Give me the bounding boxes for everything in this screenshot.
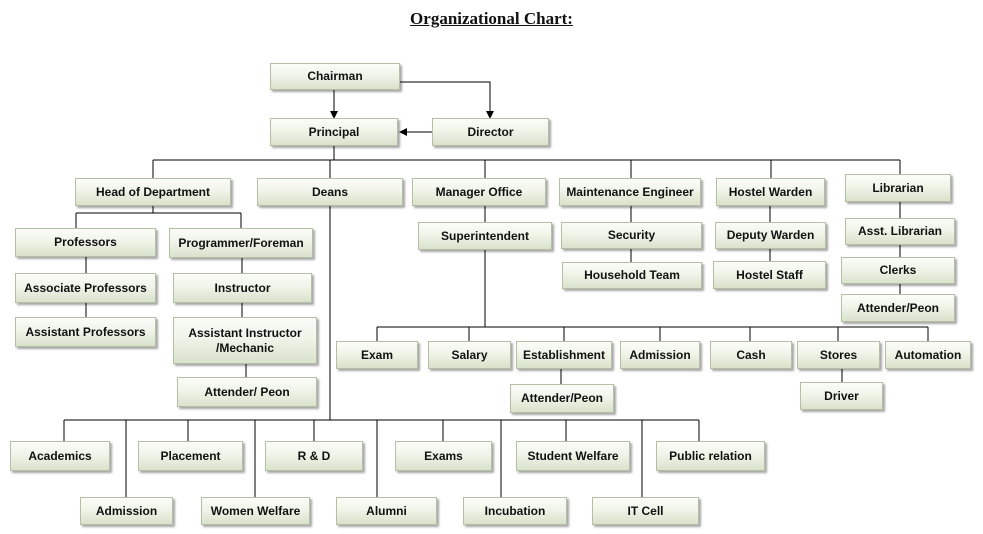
node-academics: Academics [10, 441, 110, 471]
node-superintendent: Superintendent [418, 222, 552, 250]
node-incubation: Incubation [463, 497, 567, 525]
node-deputy-warden: Deputy Warden [715, 222, 826, 249]
node-placement: Placement [138, 441, 243, 471]
node-chairman: Chairman [270, 63, 400, 90]
node-librarian: Librarian [845, 174, 951, 202]
node-exam: Exam [336, 341, 418, 369]
node-principal: Principal [270, 118, 398, 146]
node-exams: Exams [395, 441, 492, 471]
node-professors: Professors [15, 228, 156, 257]
node-hostel-staff: Hostel Staff [713, 261, 826, 289]
node-r-and-d: R & D [265, 441, 363, 471]
node-admission-office: Admission [620, 341, 700, 369]
node-automation: Automation [885, 341, 971, 369]
node-security: Security [561, 222, 702, 249]
node-cash: Cash [710, 341, 792, 369]
node-head-of-department: Head of Department [75, 178, 231, 206]
chart-title: Organizational Chart: [410, 9, 573, 28]
node-household-team: Household Team [562, 262, 702, 289]
node-stores: Stores [797, 341, 880, 369]
node-maintenance-engineer: Maintenance Engineer [559, 178, 701, 206]
node-director: Director [432, 118, 549, 146]
node-salary: Salary [428, 341, 511, 369]
node-assistant-instructor-mechanic: Assistant Instructor /Mechanic [173, 317, 317, 364]
node-asst-librarian: Asst. Librarian [845, 218, 955, 245]
node-assistant-professors: Assistant Professors [15, 317, 156, 347]
node-student-welfare: Student Welfare [516, 441, 630, 471]
node-women-welfare: Women Welfare [201, 497, 310, 525]
node-establishment: Establishment [516, 341, 612, 369]
node-manager-office: Manager Office [412, 178, 546, 206]
node-it-cell: IT Cell [592, 497, 699, 525]
node-hostel-warden: Hostel Warden [716, 178, 825, 206]
node-instructor: Instructor [173, 273, 312, 303]
node-deans: Deans [257, 178, 403, 206]
node-driver: Driver [800, 382, 883, 410]
node-attender-peon-library: Attender/Peon [841, 294, 955, 322]
node-public-relation: Public relation [656, 441, 765, 471]
node-attender-peon-establishment: Attender/Peon [510, 384, 614, 413]
node-associate-professors: Associate Professors [15, 273, 156, 303]
node-admission-dean: Admission [80, 497, 173, 525]
node-clerks: Clerks [841, 257, 955, 284]
node-alumni: Alumni [336, 497, 437, 525]
node-programmer-foreman: Programmer/Foreman [169, 228, 313, 258]
node-attender-peon-hod: Attender/ Peon [177, 377, 317, 407]
